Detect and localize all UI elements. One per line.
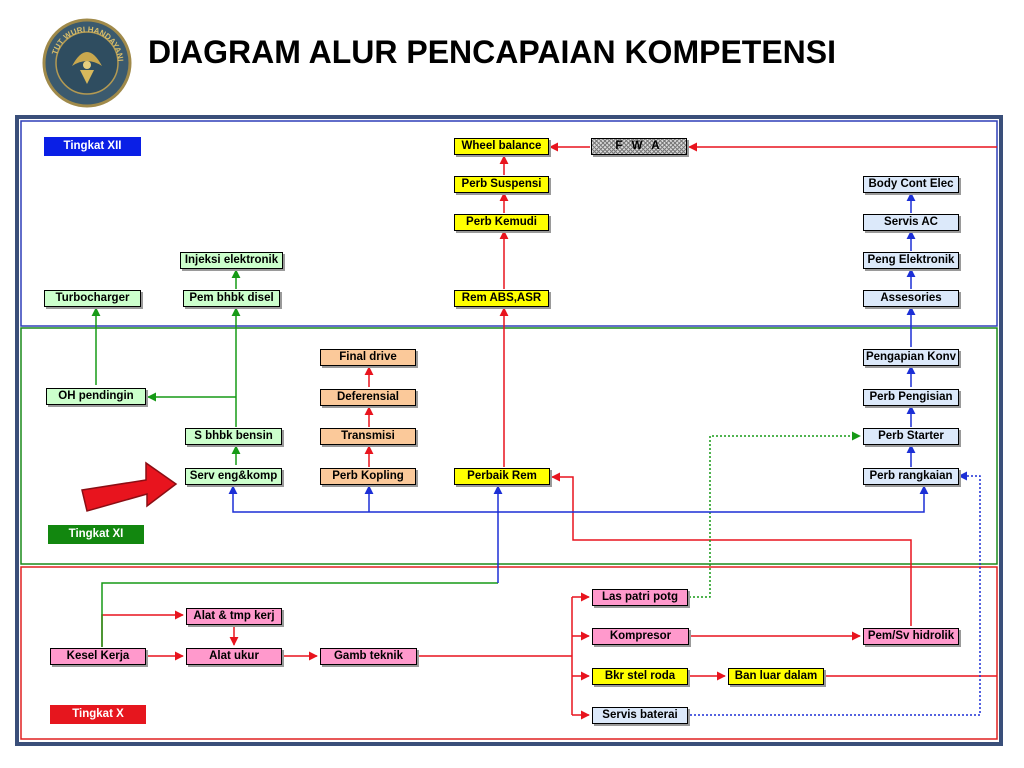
node-alat-ukur: Alat ukur (186, 648, 282, 665)
node-gamb-teknik: Gamb teknik (320, 648, 417, 665)
node-perb-pengisian: Perb Pengisian (863, 389, 959, 406)
node-servis-baterai: Servis baterai (592, 707, 688, 724)
level-xi-area (20, 327, 998, 565)
node-perb-starter: Perb Starter (863, 428, 959, 445)
node-perb-suspensi: Perb Suspensi (454, 176, 549, 193)
node-assesories: Assesories (863, 290, 959, 307)
page-title: DIAGRAM ALUR PENCAPAIAN KOMPETENSI (148, 34, 837, 70)
outer-frame (15, 115, 1003, 746)
level-label-xi: Tingkat XI (48, 525, 144, 544)
node-servis-ac: Servis AC (863, 214, 959, 231)
node-s-bhbk-bensin: S bhbk bensin (185, 428, 282, 445)
node-perb-kopling: Perb Kopling (320, 468, 416, 485)
node-final-drive: Final drive (320, 349, 416, 366)
node-wheel-balance: Wheel balance (454, 138, 549, 155)
node-deferensial: Deferensial (320, 389, 416, 406)
node-kompresor: Kompresor (592, 628, 689, 645)
level-label-xii: Tingkat XII (44, 137, 141, 156)
node-fwa: F W A (591, 138, 687, 155)
node-perb-rangkaian: Perb rangkaian (863, 468, 959, 485)
blue-connectors (228, 192, 981, 716)
node-rem-abs-asr: Rem ABS,ASR (454, 290, 549, 307)
node-oh-pendingin: OH pendingin (46, 388, 146, 405)
node-kesel-kerja: Kesel Kerja (50, 648, 146, 665)
node-ban-luar-dalam: Ban luar dalam (728, 668, 824, 685)
node-peng-elektronik: Peng Elektronik (863, 252, 959, 269)
logo-emblem-icon: TUT WURI HANDAYANI (42, 18, 132, 108)
level-x-area (20, 566, 998, 740)
node-pengapian-konv: Pengapian Konv (863, 349, 959, 366)
node-las-patri-potg: Las patri potg (592, 589, 688, 606)
green-connectors (91, 269, 861, 647)
node-perb-kemudi: Perb Kemudi (454, 214, 549, 231)
big-red-arrow-icon (81, 461, 178, 512)
node-body-cont-elec: Body Cont Elec (863, 176, 959, 193)
node-turbocharger: Turbocharger (44, 290, 141, 307)
red-connectors (101, 142, 997, 720)
node-pem-sv-hidrolik: Pem/Sv hidrolik (863, 628, 959, 645)
node-pem-bhbk-disel: Pem bhbk disel (183, 290, 280, 307)
node-bkr-stel-roda: Bkr stel roda (592, 668, 688, 685)
node-injeksi-elektronik: Injeksi elektronik (180, 252, 283, 269)
node-alat-tmp-kerj: Alat & tmp kerj (186, 608, 282, 625)
level-xii-area (20, 120, 998, 327)
level-label-x: Tingkat X (50, 705, 146, 724)
node-transmisi: Transmisi (320, 428, 416, 445)
node-perbaik-rem: Perbaik Rem (454, 468, 550, 485)
node-serv-eng-komp: Serv eng&komp (185, 468, 282, 485)
